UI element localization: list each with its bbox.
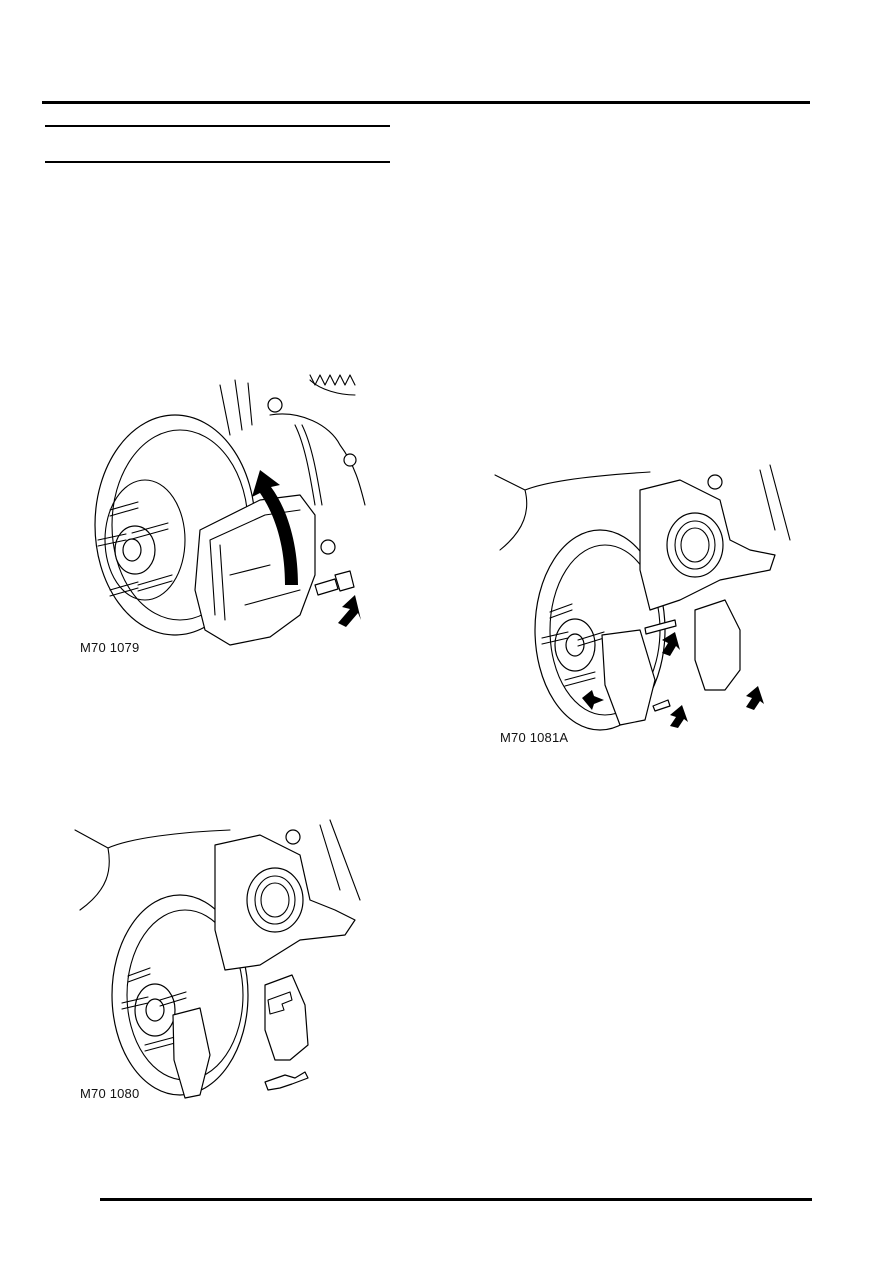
brake-caliper-pivot-illustration [94, 374, 366, 646]
figure-caption: M70 1081A [500, 730, 569, 745]
brake-pads-installed-illustration [494, 464, 791, 731]
section-rule-lower [45, 161, 390, 163]
section-rule-upper [45, 125, 390, 127]
figure-caption: M70 1080 [80, 1086, 140, 1101]
brake-pads-removed-illustration [74, 819, 361, 1099]
figure-caption: M70 1079 [80, 640, 140, 655]
pointer-arrow-icon [670, 705, 688, 728]
pointer-arrow-icon [662, 632, 680, 656]
header-rule [42, 101, 810, 104]
figure-m70-1080: M70 1080 [70, 819, 370, 1110]
pointer-arrow-icon [582, 690, 604, 710]
figure-m70-1079: M70 1079 [70, 374, 380, 665]
figure-m70-1081a: M70 1081A [490, 460, 800, 750]
pointer-arrow-icon [746, 686, 764, 710]
pointer-arrow-icon [338, 595, 361, 627]
curved-arrow-icon [252, 470, 298, 585]
footer-rule [100, 1198, 812, 1201]
